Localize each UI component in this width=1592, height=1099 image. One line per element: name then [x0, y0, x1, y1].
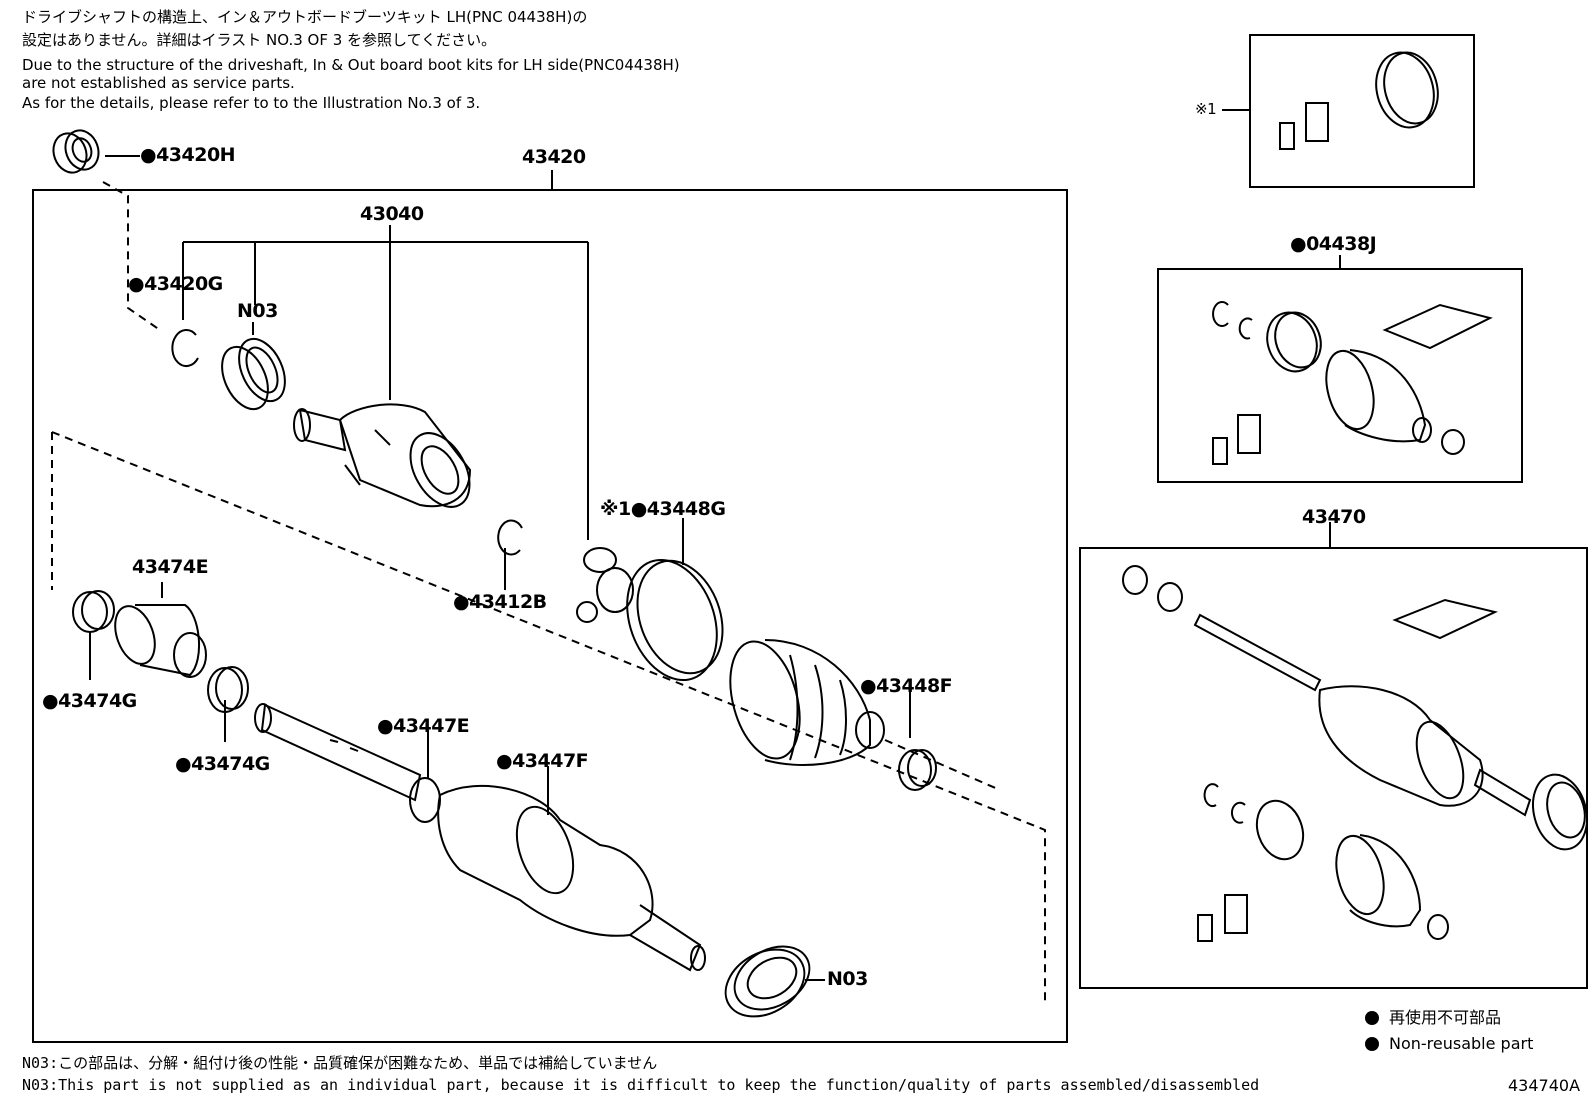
label-43420: 43420 [522, 146, 586, 168]
bearing-43474E [114, 604, 207, 678]
footer-en: N03:This part is not supplied as an indi… [22, 1076, 1260, 1094]
leader-43420H-dashed [102, 181, 161, 331]
frame-43470 [1079, 547, 1588, 989]
note-en-line3: As for the details, please refer to to t… [22, 94, 481, 112]
snap-ring-43420G [171, 329, 199, 368]
snap-ring-43412B [497, 519, 523, 556]
label-43448G: ※1●43448G [600, 498, 726, 520]
note-en-line2: are not established as service parts. [22, 74, 295, 92]
assembly-43470-content [1122, 565, 1588, 942]
clamp-43448G [626, 558, 718, 682]
label-43420H: ●43420H [140, 144, 236, 166]
label-43447F: ●43447F [496, 750, 589, 772]
legend-en-text: Non-reusable part [1389, 1034, 1534, 1053]
label-43474E: 43474E [132, 556, 209, 578]
note-jp-line1: ドライブシャフトの構造上、イン＆アウトボードブーツキット LH(PNC 0443… [22, 8, 588, 26]
legend-jp: 再使用不可部品 [1365, 1010, 1501, 1026]
note-en-line1: Due to the structure of the driveshaft, … [22, 56, 680, 74]
frame-43420 [32, 189, 1068, 1043]
label-43412B: ●43412B [453, 591, 547, 613]
clamp-43448F [898, 749, 932, 791]
inboard-boot [729, 639, 885, 766]
label-43474G-b: ●43474G [175, 753, 270, 775]
leader-dashed-clamp [884, 739, 1001, 791]
label-N03-top: N03 [237, 300, 278, 322]
label-43040: 43040 [360, 203, 424, 225]
non-reusable-dot-icon [1365, 1011, 1379, 1025]
outboard-housing-43040 [293, 403, 472, 508]
note-jp-line2: 設定はありません。詳細はイラスト NO.3 OF 3 を参照してください。 [22, 31, 497, 49]
kit-04438J-content [1212, 301, 1493, 465]
tripod-spider [576, 547, 634, 623]
leader-43040 [182, 225, 589, 540]
label-04438J: ●04438J [1290, 233, 1377, 255]
drive-shaft-assembly [254, 703, 706, 972]
clamp-43474G-a [72, 591, 108, 633]
label-43447E: ●43447E [377, 715, 470, 737]
legend-jp-text: 再使用不可部品 [1389, 1008, 1502, 1027]
label-43474G-a: ●43474G [42, 690, 137, 712]
diagram-id: 434740A [1508, 1076, 1581, 1095]
kit-ref1-content [1279, 51, 1439, 150]
footer-jp: N03:この部品は、分解・組付け後の性能・品質確保が困難なため、単品では補給して… [22, 1054, 658, 1072]
dashed-subassembly [51, 431, 1046, 1002]
legend-en: Non-reusable part [1365, 1036, 1533, 1052]
frame-kit-ref1 [1249, 34, 1475, 188]
label-ref1: ※1 [1195, 100, 1217, 118]
label-43448F: ●43448F [860, 675, 953, 697]
label-43470: 43470 [1302, 506, 1366, 528]
label-N03-bottom: N03 [827, 968, 868, 990]
label-43420G: ●43420G [128, 273, 223, 295]
non-reusable-dot-icon [1365, 1037, 1379, 1051]
